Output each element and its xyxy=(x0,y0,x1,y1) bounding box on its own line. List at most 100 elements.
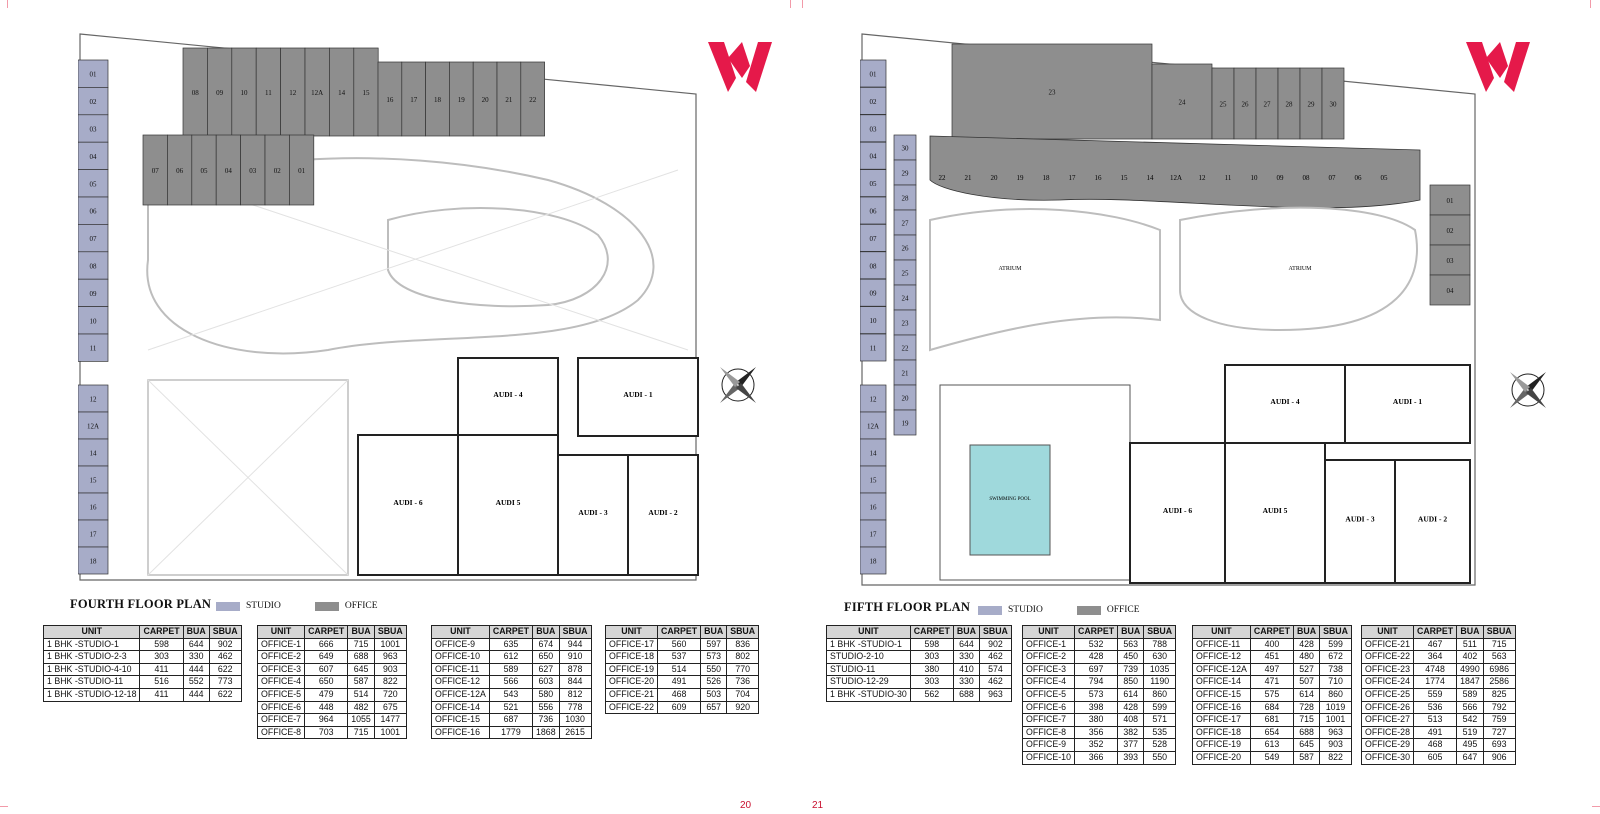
area-cell: 514 xyxy=(347,687,375,702)
column-header: CARPET xyxy=(304,625,349,639)
column-header: SBUA xyxy=(1319,625,1353,639)
office-unit-label: 08 xyxy=(192,89,200,97)
studio-unit-label: 10 xyxy=(90,317,98,325)
unit-cell: OFFICE-7 xyxy=(256,713,306,727)
office-unit xyxy=(1429,184,1471,216)
area-cell: 666 xyxy=(304,637,349,652)
plan-legend: STUDIO OFFICE xyxy=(216,601,412,611)
area-cell: 587 xyxy=(1293,750,1321,765)
unit-cell: 1 BHK -STUDIO-2-3 xyxy=(42,650,141,664)
area-cell: 444 xyxy=(182,662,210,677)
area-cell: 450 xyxy=(1117,650,1145,664)
unit-cell: 1 BHK -STUDIO-1 xyxy=(826,637,911,652)
office-unit-label: 06 xyxy=(176,167,184,175)
studio-unit xyxy=(78,306,109,335)
studio-unit xyxy=(78,333,109,362)
office-unit xyxy=(207,47,233,137)
studio-unit-label: 17 xyxy=(870,531,878,539)
unit-cell: OFFICE-25 xyxy=(1361,687,1414,702)
column-header: SBUA xyxy=(726,625,760,639)
office-unit-label: 15 xyxy=(1121,174,1129,182)
studio-unit-label: 11 xyxy=(870,345,877,353)
area-cell: 728 xyxy=(1293,700,1321,715)
area-cell: 599 xyxy=(1143,700,1177,715)
area-cell: 536 xyxy=(1412,700,1458,715)
area-cell: 410 xyxy=(952,662,980,677)
area-cell: 710 xyxy=(1319,675,1353,689)
area-cell: 910 xyxy=(558,650,592,664)
column-header: BUA xyxy=(700,625,728,639)
area-cell: 674 xyxy=(532,637,560,652)
audi-hall xyxy=(627,454,699,576)
area-cell: 822 xyxy=(1319,750,1353,765)
office-unit-label: 08 xyxy=(1303,174,1311,182)
area-cell: 903 xyxy=(1319,738,1353,752)
office-unit xyxy=(264,134,290,206)
pool-label: SWIMMING POOL xyxy=(989,497,1030,502)
column-header: CARPET xyxy=(656,625,702,639)
unit-cell: OFFICE-14 xyxy=(431,700,490,715)
studio-unit-label: 09 xyxy=(90,290,98,298)
area-cell: 559 xyxy=(1412,687,1458,702)
unit-cell: OFFICE-3 xyxy=(256,662,306,677)
studio-unit xyxy=(78,87,109,116)
unit-cell: OFFICE-22 xyxy=(605,700,658,715)
plan-title: FIFTH FLOOR PLAN xyxy=(844,600,971,614)
area-cell: 645 xyxy=(347,662,375,677)
area-cell: 688 xyxy=(1293,725,1321,740)
area-cell: 303 xyxy=(139,650,184,664)
unit-cell: OFFICE-3 xyxy=(1022,662,1075,677)
area-cell: 675 xyxy=(373,700,407,715)
audi-label: AUDI - 4 xyxy=(1270,397,1299,406)
studio-unit-label: 16 xyxy=(90,504,98,512)
area-cell: 495 xyxy=(1456,738,1484,752)
area-cell: 963 xyxy=(373,650,407,664)
office-unit xyxy=(520,61,545,137)
studio-unit xyxy=(78,411,109,440)
office-unit-label: 06 xyxy=(1355,174,1363,182)
crop-mark xyxy=(790,0,798,8)
column-header: SBUA xyxy=(558,625,592,639)
area-cell: 688 xyxy=(347,650,375,664)
column-header: UNIT xyxy=(1192,625,1251,639)
compass-needle xyxy=(736,367,756,387)
studio-unit-label: 14 xyxy=(870,450,878,458)
office-unit-label: 04 xyxy=(225,167,233,175)
area-cell: 303 xyxy=(909,650,954,664)
area-cell: 812 xyxy=(558,687,592,702)
area-cell: 400 xyxy=(1249,637,1295,652)
area-cell: 330 xyxy=(952,675,980,689)
office-unit-label: 29 xyxy=(1308,101,1316,109)
audi-hall xyxy=(1344,364,1471,444)
office-unit-label: 05 xyxy=(201,167,209,175)
studio-unit xyxy=(860,519,887,548)
area-cell: 480 xyxy=(1293,650,1321,664)
office-unit-label: 23 xyxy=(1049,89,1057,97)
column-header: BUA xyxy=(182,625,210,639)
studio-unit-label: 04 xyxy=(90,153,98,161)
unit-cell: OFFICE-16 xyxy=(431,725,490,740)
crop-mark xyxy=(0,806,8,814)
area-cell: 693 xyxy=(1482,738,1516,752)
compass-needle xyxy=(720,367,740,387)
compass-needle xyxy=(1510,372,1530,392)
area-cell: 471 xyxy=(1249,675,1295,689)
